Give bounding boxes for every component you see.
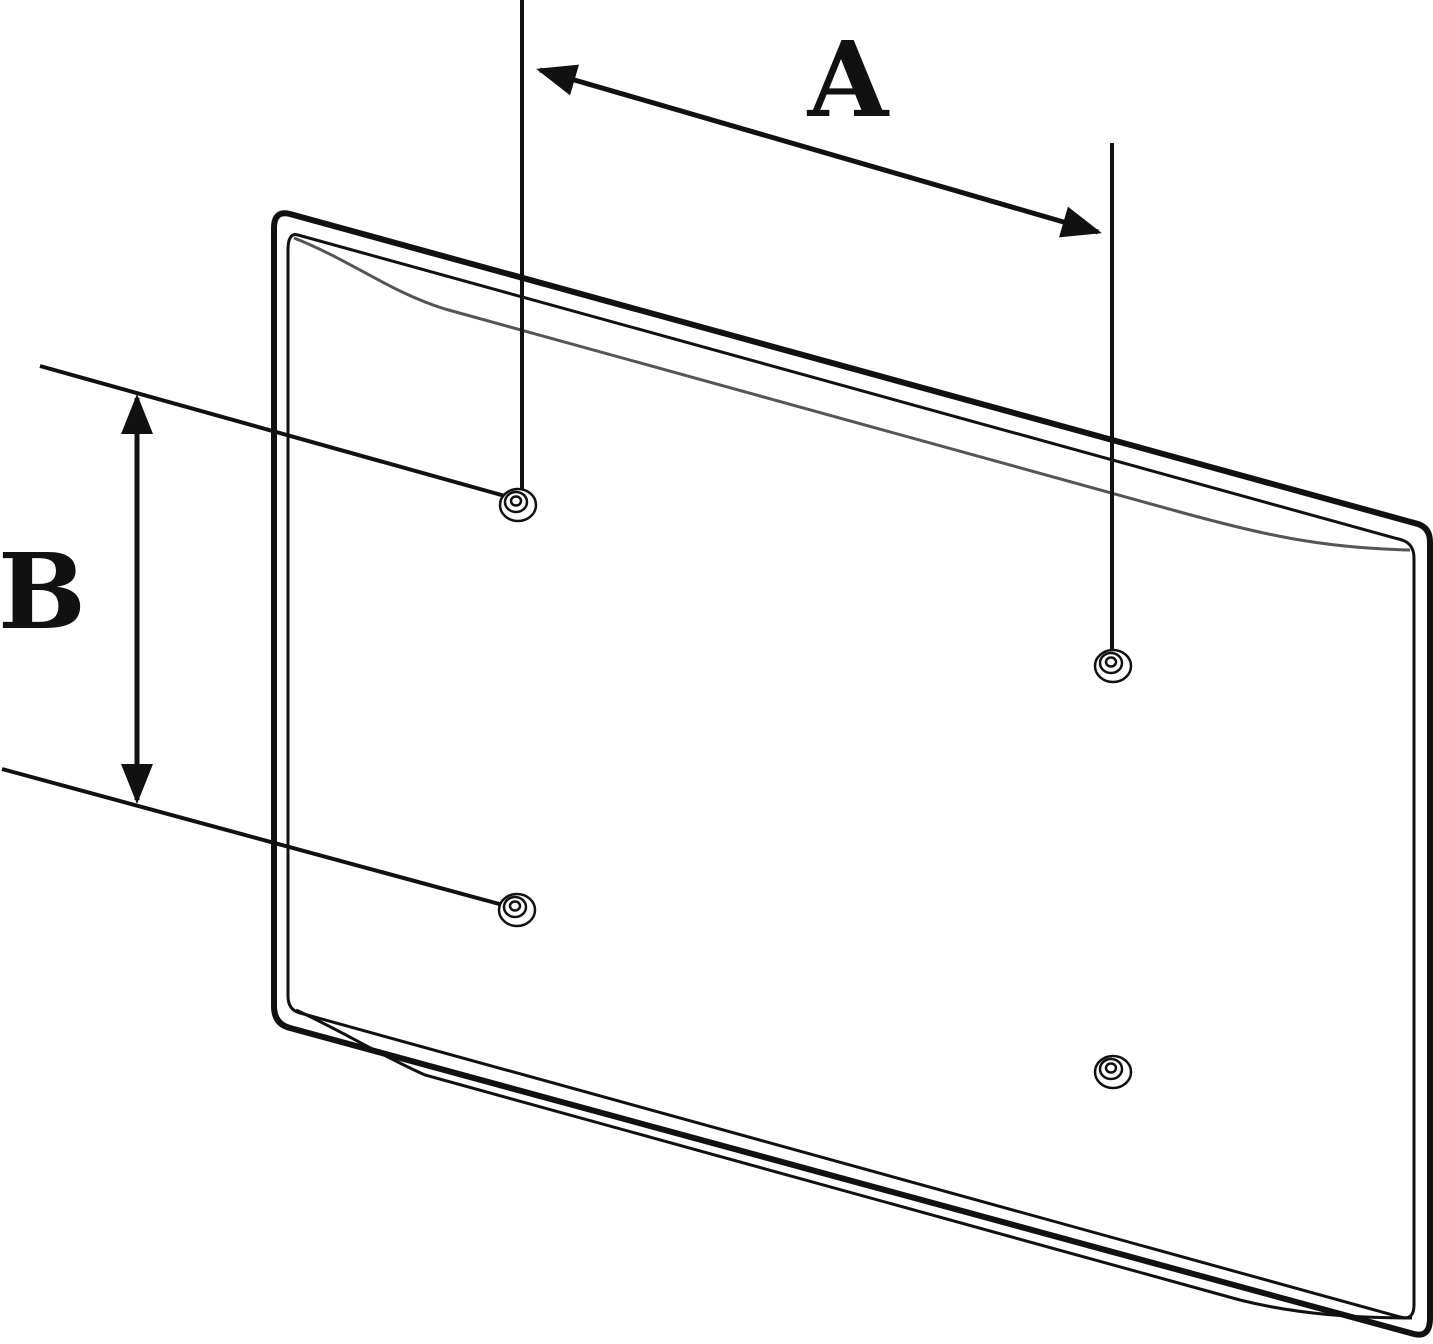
dimension-b-label: B xyxy=(0,530,86,653)
tv-panel-outer-frame xyxy=(271,210,1433,1338)
panel-bottom-contour xyxy=(295,1008,1413,1320)
tv-panel-inner-frame xyxy=(286,233,1416,1320)
mount-hole-bottom-right xyxy=(1093,1054,1133,1090)
mount-hole-bottom-left xyxy=(497,892,537,928)
mount-hole-top-left xyxy=(498,487,538,523)
dimension-b-extension-top xyxy=(39,364,506,498)
dimension-b-extension-bottom xyxy=(1,767,504,907)
mount-hole-top-right xyxy=(1093,648,1133,684)
panel-top-contour xyxy=(293,236,1411,552)
dimension-a-arrow xyxy=(536,64,1102,238)
dimension-a-label: A xyxy=(807,18,890,141)
